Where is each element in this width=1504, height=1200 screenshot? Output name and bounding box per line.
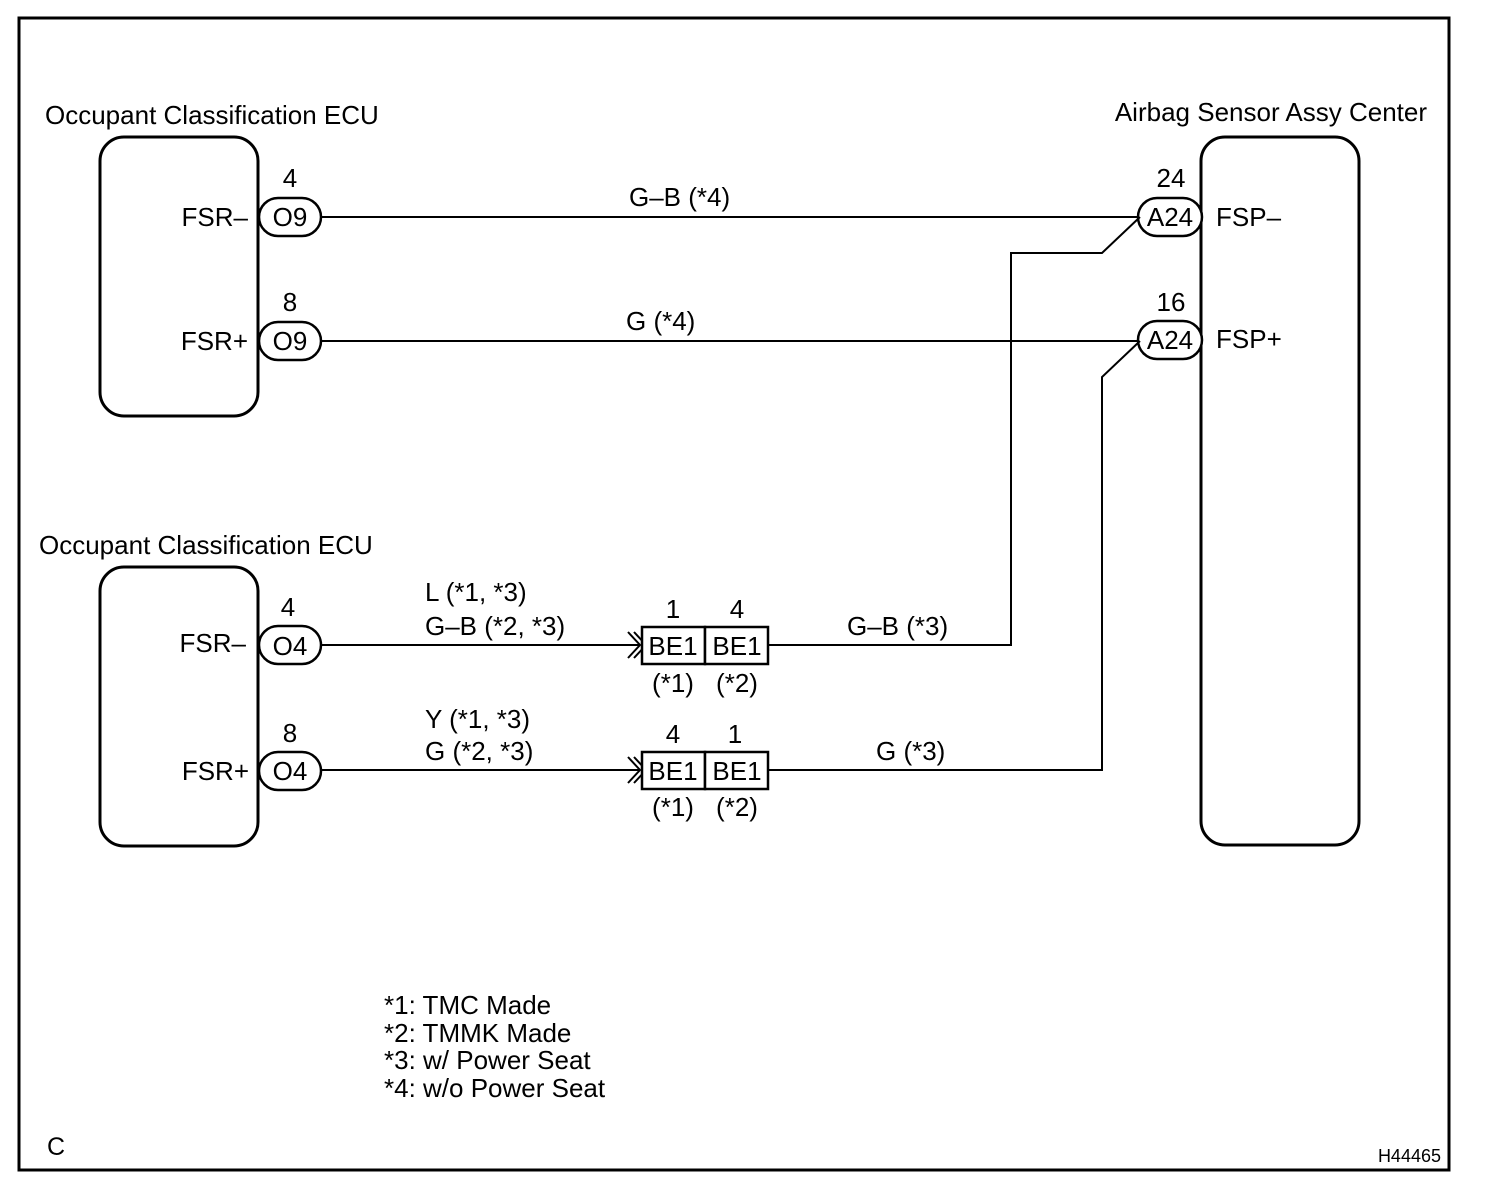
- airbag-pin-plus-label: FSP+: [1216, 324, 1282, 354]
- ecu-upper-box: [98, 135, 260, 418]
- wire-upper-plus-label: G (*4): [626, 306, 695, 336]
- ecu-upper-conn-plus-code: O9: [273, 326, 308, 356]
- airbag-box: [1199, 135, 1361, 847]
- junction-minus-left-code: BE1: [648, 631, 697, 661]
- junction-plus-right-code: BE1: [712, 756, 761, 786]
- junction-minus-left-note: (*1): [652, 668, 694, 698]
- ecu-lower-conn-minus-pin: 4: [281, 592, 295, 622]
- ecu-upper-title: Occupant Classification ECU: [45, 100, 379, 130]
- wire-after-minus-label: G–B (*3): [847, 611, 948, 641]
- wire-lower-plus-arrow: [627, 756, 642, 784]
- junction-plus-left-code: BE1: [648, 756, 697, 786]
- ecu-upper-conn-minus-pin: 4: [283, 163, 297, 193]
- ecu-upper-pin-plus-label: FSR+: [181, 326, 248, 356]
- junction-minus-right-pin: 4: [730, 594, 744, 624]
- junction-minus-right-code: BE1: [712, 631, 761, 661]
- wire-after-minus: [768, 216, 1141, 646]
- junction-plus-left: [640, 750, 707, 791]
- legend-item-1: *1: TMC Made: [384, 990, 551, 1020]
- corner-label: C: [47, 1133, 65, 1161]
- junction-plus-right-pin: 1: [728, 719, 742, 749]
- wire-lower-minus-arrow: [627, 631, 642, 659]
- junction-plus-right: [703, 750, 770, 791]
- junction-plus-left-note: (*1): [652, 792, 694, 822]
- wire-upper-minus-label: G–B (*4): [629, 182, 730, 212]
- junction-minus-right-note: (*2): [716, 668, 758, 698]
- airbag-conn-plus-code: A24: [1147, 325, 1193, 355]
- ecu-upper-conn-plus-pin: 8: [283, 287, 297, 317]
- airbag-title: Airbag Sensor Assy Center: [1115, 97, 1427, 127]
- ecu-lower-title: Occupant Classification ECU: [39, 530, 373, 560]
- airbag-conn-minus-pin: 24: [1157, 163, 1186, 193]
- outer-frame: [17, 16, 1451, 1172]
- legend-item-3: *3: w/ Power Seat: [384, 1045, 591, 1075]
- ecu-lower-conn-minus-code: O4: [273, 631, 308, 661]
- figure-id: H44465: [1378, 1146, 1441, 1166]
- junction-minus-right: [703, 625, 770, 666]
- wire-lower-minus-label-1: L (*1, *3): [425, 577, 527, 607]
- legend-item-2: *2: TMMK Made: [384, 1018, 571, 1048]
- ecu-lower-pin-plus-label: FSR+: [182, 756, 249, 786]
- ecu-lower-box: [98, 565, 260, 848]
- junction-minus-left: [640, 625, 707, 666]
- ecu-lower-conn-plus-code: O4: [273, 756, 308, 786]
- junction-plus-left-pin: 4: [666, 719, 680, 749]
- ecu-lower-pin-minus-label: FSR–: [180, 628, 247, 658]
- wire-after-plus: [768, 340, 1141, 771]
- ecu-upper-conn-minus-code: O9: [273, 202, 308, 232]
- legend-item-4: *4: w/o Power Seat: [384, 1073, 606, 1103]
- wire-lower-plus-label-1: Y (*1, *3): [425, 704, 530, 734]
- junction-minus-left-pin: 1: [666, 594, 680, 624]
- wire-lower-plus-label-2: G (*2, *3): [425, 736, 533, 766]
- airbag-conn-plus-pin: 16: [1157, 287, 1186, 317]
- airbag-conn-minus-code: A24: [1147, 202, 1193, 232]
- ecu-upper-pin-minus-label: FSR–: [182, 202, 249, 232]
- junction-plus-right-note: (*2): [716, 792, 758, 822]
- wire-lower-minus-label-2: G–B (*2, *3): [425, 611, 565, 641]
- airbag-pin-minus-label: FSP–: [1216, 202, 1282, 232]
- wire-after-plus-label: G (*3): [876, 736, 945, 766]
- ecu-lower-conn-plus-pin: 8: [283, 718, 297, 748]
